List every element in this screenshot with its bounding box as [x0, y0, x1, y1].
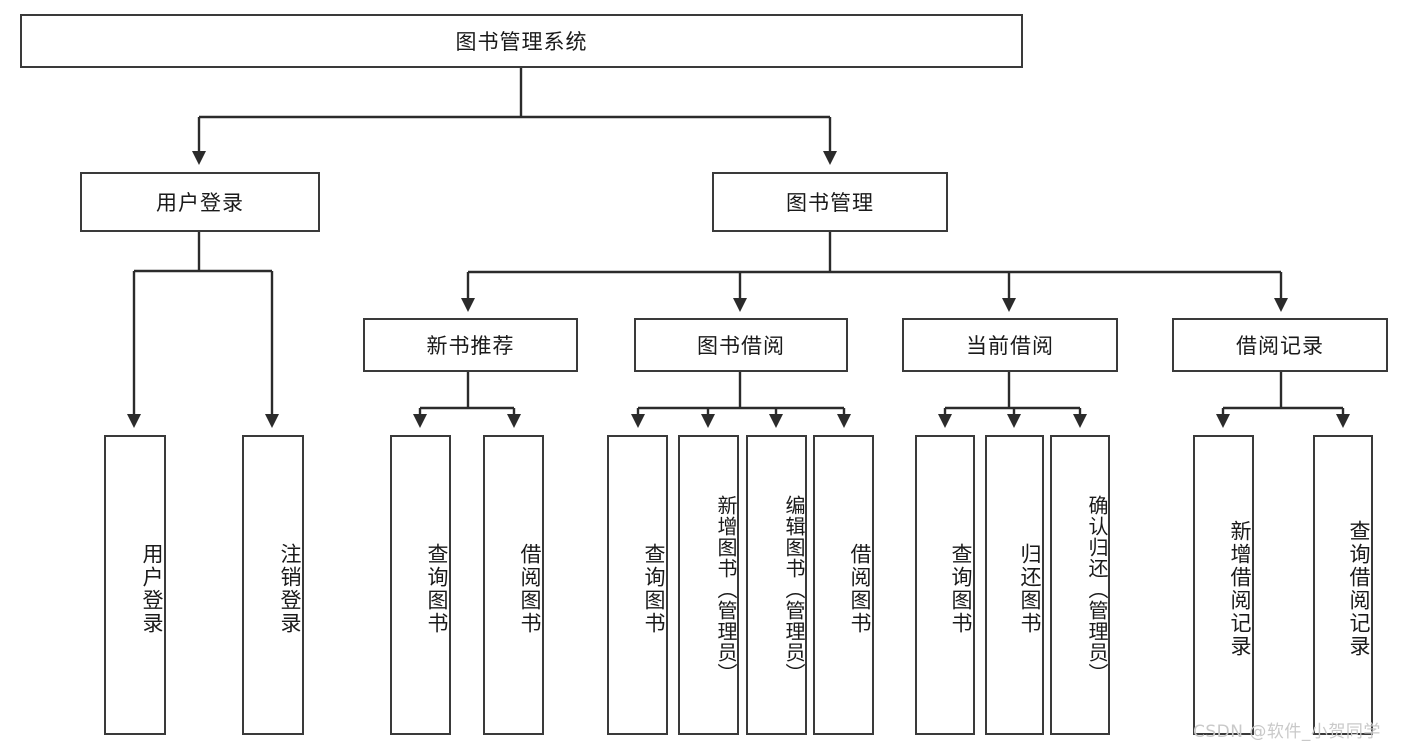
node-leaf-edit-book-admin-label: 编辑图书（管理员）: [782, 494, 806, 684]
node-user-login[interactable]: 用户登录: [80, 172, 320, 232]
node-leaf-user-login-label: 用户登录: [140, 543, 164, 635]
node-root-label: 图书管理系统: [455, 30, 588, 54]
node-current-borrow[interactable]: 当前借阅: [902, 318, 1118, 372]
node-leaf-borrow-book-1-label: 借阅图书: [518, 543, 542, 635]
node-leaf-query-book-2[interactable]: 查询图书: [607, 435, 668, 735]
node-new-book-recommend-label: 新书推荐: [426, 334, 515, 358]
node-leaf-query-borrow-record[interactable]: 查询借阅记录: [1313, 435, 1373, 735]
node-leaf-borrow-book-1[interactable]: 借阅图书: [483, 435, 544, 735]
node-leaf-borrow-book-2[interactable]: 借阅图书: [813, 435, 874, 735]
csdn-watermark: CSDN @软件_小贺同学: [1193, 722, 1381, 742]
node-book-borrow-label: 图书借阅: [697, 334, 785, 358]
node-new-book-recommend[interactable]: 新书推荐: [363, 318, 578, 372]
node-leaf-query-book-3-label: 查询图书: [949, 543, 973, 635]
node-leaf-borrow-book-2-label: 借阅图书: [848, 543, 872, 635]
node-leaf-query-book-3[interactable]: 查询图书: [915, 435, 975, 735]
node-leaf-edit-book-admin[interactable]: 编辑图书（管理员）: [746, 435, 807, 735]
node-borrow-record-label: 借阅记录: [1236, 334, 1324, 358]
node-book-management-label: 图书管理: [786, 191, 874, 215]
node-leaf-logout-login-label: 注销登录: [278, 543, 302, 635]
node-leaf-add-book-admin-label: 新增图书（管理员）: [714, 494, 738, 684]
node-user-login-label: 用户登录: [156, 191, 244, 215]
node-leaf-confirm-return-admin[interactable]: 确认归还（管理员）: [1050, 435, 1110, 735]
node-borrow-record[interactable]: 借阅记录: [1172, 318, 1388, 372]
node-leaf-user-login[interactable]: 用户登录: [104, 435, 166, 735]
node-leaf-add-book-admin[interactable]: 新增图书（管理员）: [678, 435, 739, 735]
node-book-borrow[interactable]: 图书借阅: [634, 318, 848, 372]
node-current-borrow-label: 当前借阅: [966, 334, 1054, 358]
node-leaf-query-book-2-label: 查询图书: [642, 543, 666, 635]
node-leaf-confirm-return-admin-label: 确认归还（管理员）: [1085, 494, 1109, 684]
node-leaf-return-book[interactable]: 归还图书: [985, 435, 1044, 735]
node-book-management[interactable]: 图书管理: [712, 172, 948, 232]
node-leaf-logout-login[interactable]: 注销登录: [242, 435, 304, 735]
node-leaf-add-borrow-record[interactable]: 新增借阅记录: [1193, 435, 1254, 735]
node-leaf-add-borrow-record-label: 新增借阅记录: [1228, 520, 1252, 658]
node-leaf-return-book-label: 归还图书: [1018, 543, 1042, 635]
node-leaf-query-book-1-label: 查询图书: [425, 543, 449, 635]
node-root[interactable]: 图书管理系统: [20, 14, 1023, 68]
node-leaf-query-book-1[interactable]: 查询图书: [390, 435, 451, 735]
node-leaf-query-borrow-record-label: 查询借阅记录: [1347, 520, 1371, 658]
